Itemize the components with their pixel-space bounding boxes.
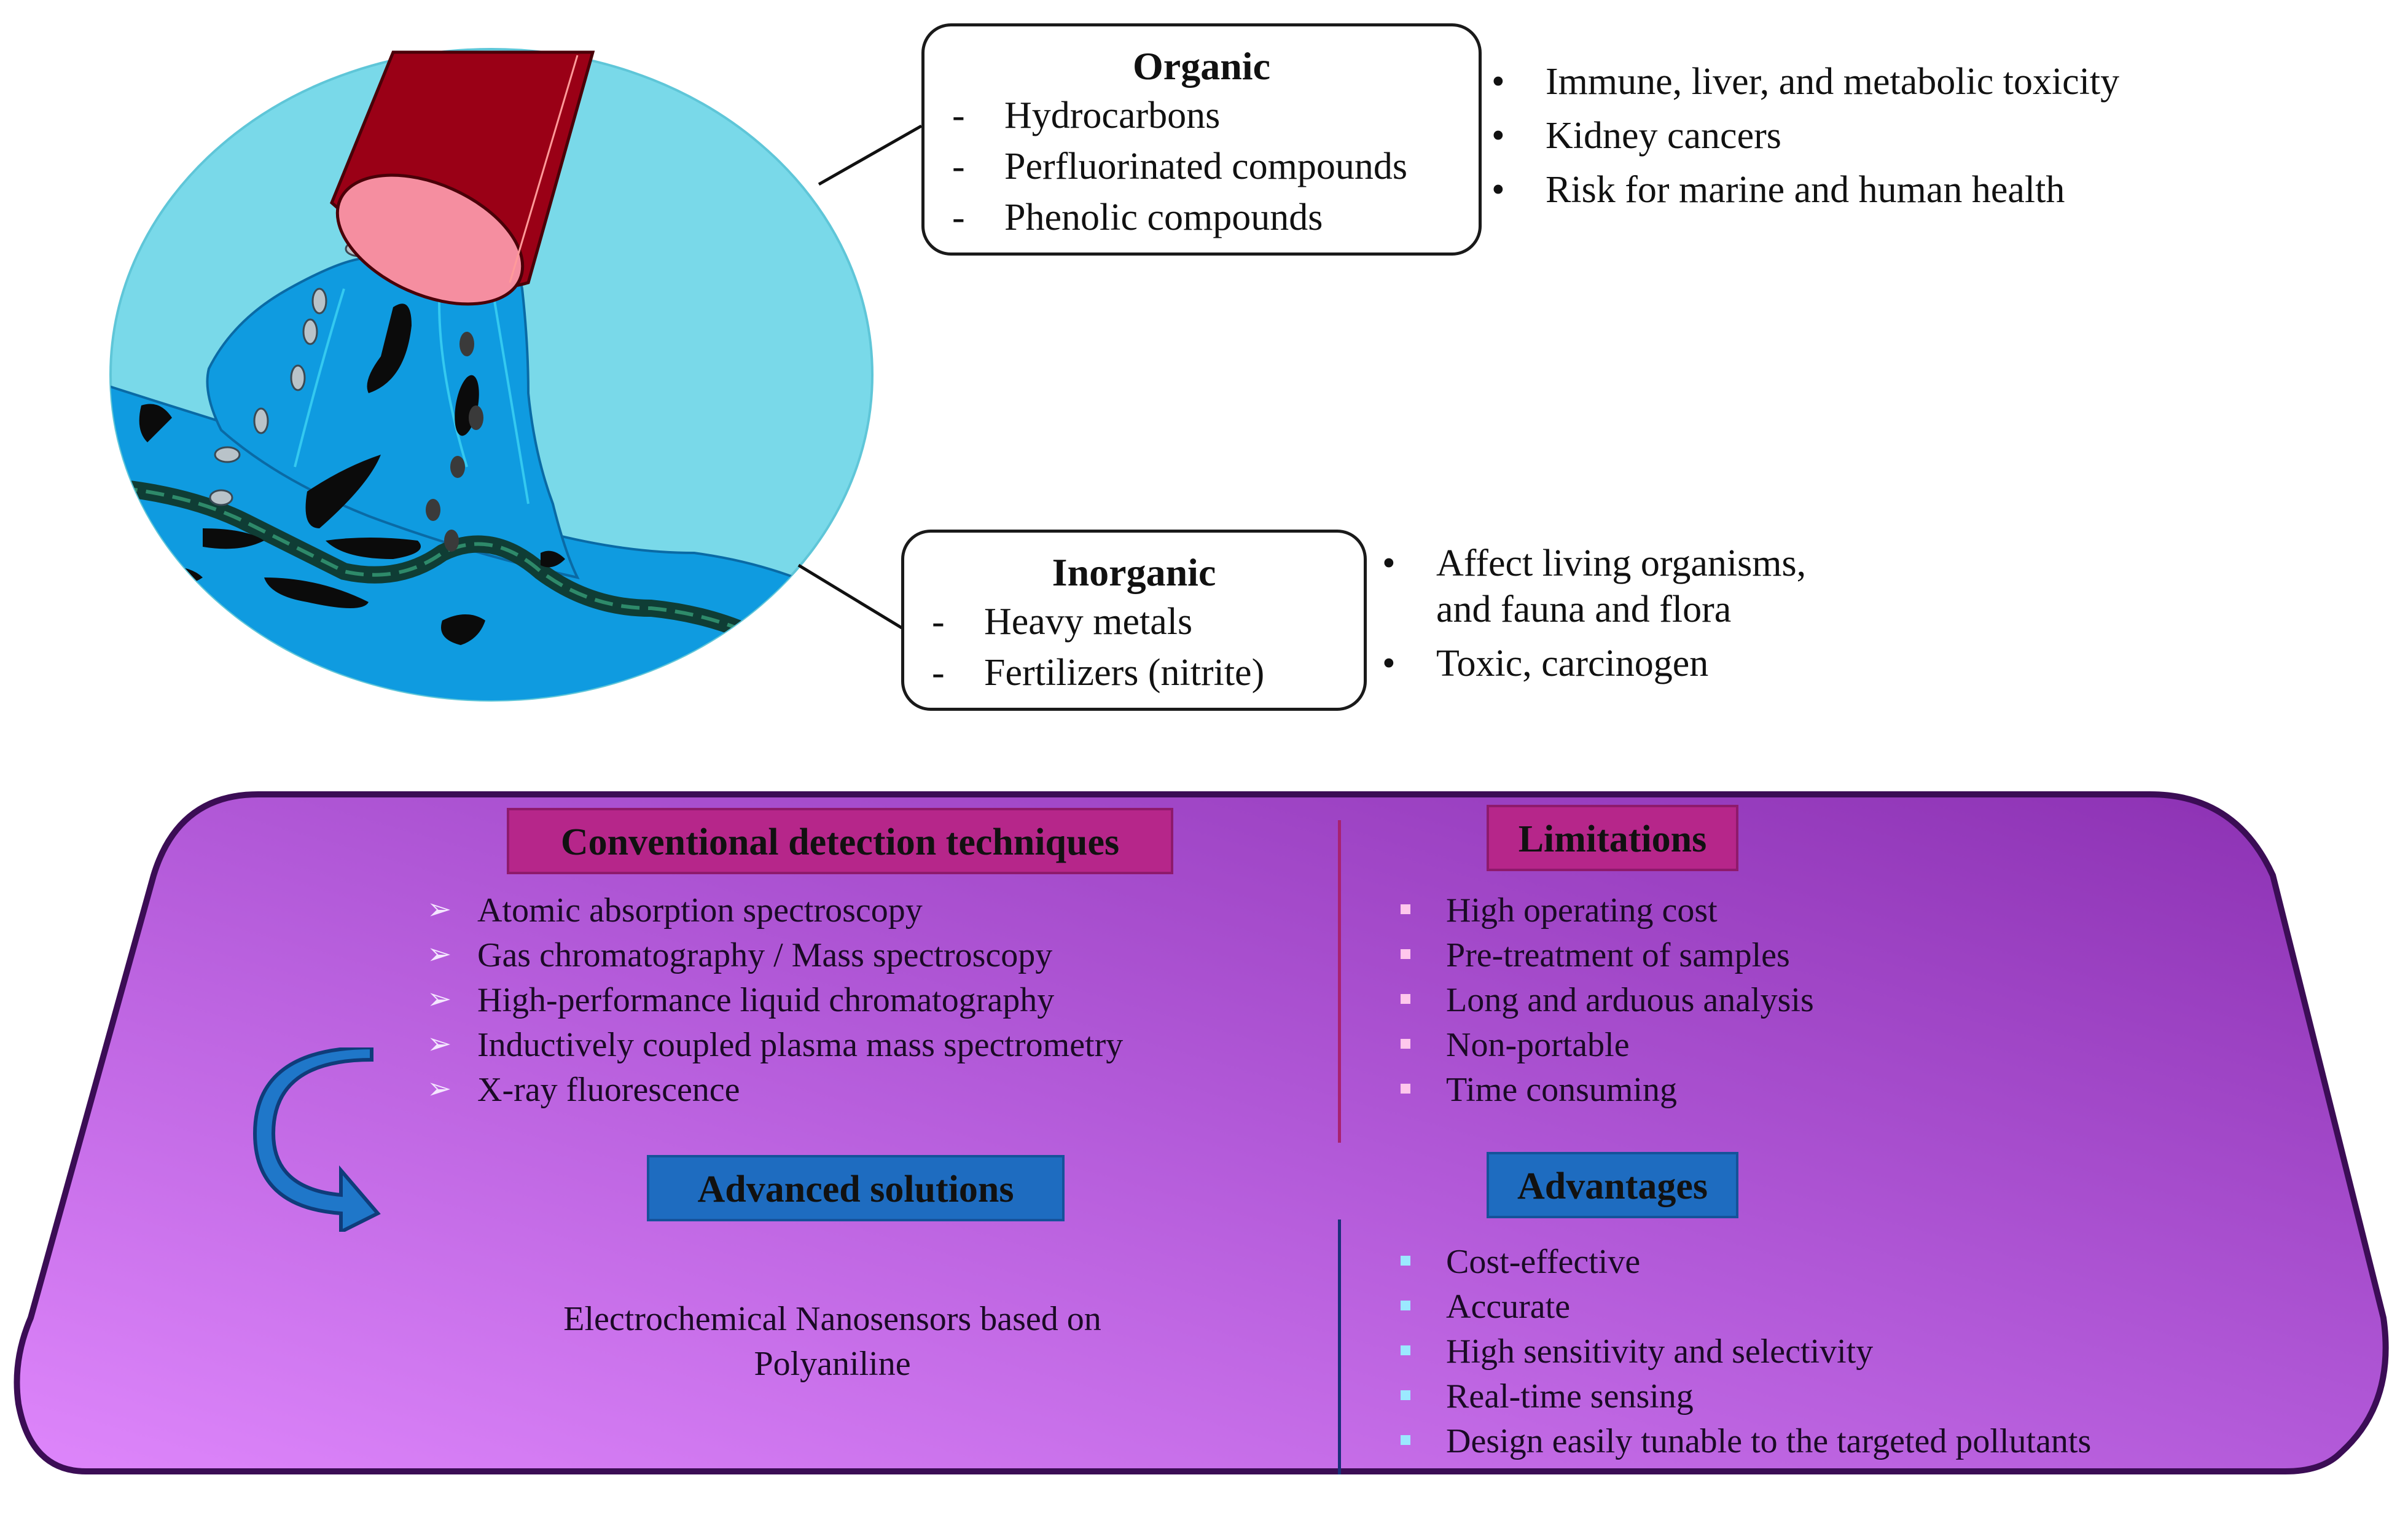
advantage-item-1: Cost-effective xyxy=(1446,1243,1641,1281)
inorganic-box: Inorganic - Heavy metals - Fertilizers (… xyxy=(901,530,1367,711)
arrowhead-outline-icon: ➢ xyxy=(427,893,452,926)
advantage-item-2: Accurate xyxy=(1446,1288,1571,1326)
pipe-mouth xyxy=(335,173,525,306)
conventional-tag: Conventional detection techniques xyxy=(507,808,1173,874)
wastewater-pipe-illustration xyxy=(109,48,874,702)
limitation-item-4: Non-portable xyxy=(1446,1026,1630,1064)
bullet-icon: • xyxy=(1382,542,1396,584)
inorganic-effect-2: Toxic, carcinogen xyxy=(1436,643,1709,684)
organic-item-2: Perfluorinated compounds xyxy=(1004,146,1408,187)
limitation-item-1: High operating cost xyxy=(1446,891,1718,930)
inorganic-item-2: Fertilizers (nitrite) xyxy=(984,652,1265,694)
small-square-icon xyxy=(1401,1390,1410,1400)
conventional-item-3: High-performance liquid chromatography xyxy=(477,981,1055,1019)
bullet-icon: • xyxy=(1491,61,1505,103)
advanced-tag: Advanced solutions xyxy=(647,1155,1065,1221)
limitation-item-5: Time consuming xyxy=(1446,1071,1677,1109)
advantage-item-4: Real-time sensing xyxy=(1446,1377,1694,1415)
inorganic-title: Inorganic xyxy=(1052,550,1216,594)
organic-title: Organic xyxy=(1133,44,1270,88)
advantages-tag: Advantages xyxy=(1487,1152,1738,1218)
bullet-icon: • xyxy=(1382,643,1396,684)
conventional-item-1: Atomic absorption spectroscopy xyxy=(477,891,923,930)
small-square-icon xyxy=(1401,994,1410,1004)
arrowhead-outline-icon: ➢ xyxy=(427,1073,452,1105)
curved-arrow-icon xyxy=(252,1047,381,1232)
inorganic-effect-1: Affect living organisms, xyxy=(1436,542,1807,584)
bullet-icon: • xyxy=(1491,169,1505,211)
conventional-item-5: X-ray fluorescence xyxy=(477,1071,740,1109)
limitation-item-2: Pre-treatment of samples xyxy=(1446,936,1790,974)
small-square-icon xyxy=(1401,1345,1410,1355)
inorganic-effect-1b: and fauna and flora xyxy=(1436,589,1732,630)
arrowhead-outline-icon: ➢ xyxy=(427,938,452,971)
organic-item-1: Hydrocarbons xyxy=(1004,95,1221,136)
arrowhead-outline-icon: ➢ xyxy=(427,983,452,1016)
pipe-icon xyxy=(330,50,595,306)
connector-lines xyxy=(797,124,923,630)
arrowhead-outline-icon: ➢ xyxy=(427,1028,452,1060)
bullet-icon: • xyxy=(1491,115,1505,157)
dash-2: - xyxy=(952,146,965,187)
advanced-text-line2: Polyaniline xyxy=(754,1345,911,1383)
dark-particles xyxy=(426,332,483,552)
organic-effect-1: Immune, liver, and metabolic toxicity xyxy=(1546,61,2120,103)
dash-4: - xyxy=(932,601,945,643)
detection-panel xyxy=(14,791,2389,1474)
advantage-item-3: High sensitivity and selectivity xyxy=(1446,1333,1874,1371)
limitations-tag: Limitations xyxy=(1487,805,1738,871)
small-square-icon xyxy=(1401,949,1410,959)
advanced-text-line1: Electrochemical Nanosensors based on xyxy=(563,1300,1101,1338)
conventional-item-2: Gas chromatography / Mass spectroscopy xyxy=(477,936,1053,974)
organic-item-3: Phenolic compounds xyxy=(1004,197,1323,238)
dash-5: - xyxy=(932,652,945,694)
small-square-icon xyxy=(1401,1301,1410,1310)
small-square-icon xyxy=(1401,1256,1410,1266)
inorganic-item-1: Heavy metals xyxy=(984,601,1193,643)
advantage-item-5: Design easily tunable to the targeted po… xyxy=(1446,1422,2092,1460)
dash-3: - xyxy=(952,197,965,238)
divider-bottom xyxy=(1338,1219,1341,1474)
limitation-item-3: Long and arduous analysis xyxy=(1446,981,1814,1019)
organic-effect-2: Kidney cancers xyxy=(1546,115,1781,157)
small-square-icon xyxy=(1401,1084,1410,1094)
small-square-icon xyxy=(1401,904,1410,914)
organic-effect-3: Risk for marine and human health xyxy=(1546,169,2065,211)
divider-top xyxy=(1338,820,1341,1143)
conventional-item-4: Inductively coupled plasma mass spectrom… xyxy=(477,1026,1124,1064)
small-square-icon xyxy=(1401,1039,1410,1049)
small-square-icon xyxy=(1401,1435,1410,1445)
organic-box: Organic - Hydrocarbons - Perfluorinated … xyxy=(921,23,1482,256)
dash-1: - xyxy=(952,95,965,136)
